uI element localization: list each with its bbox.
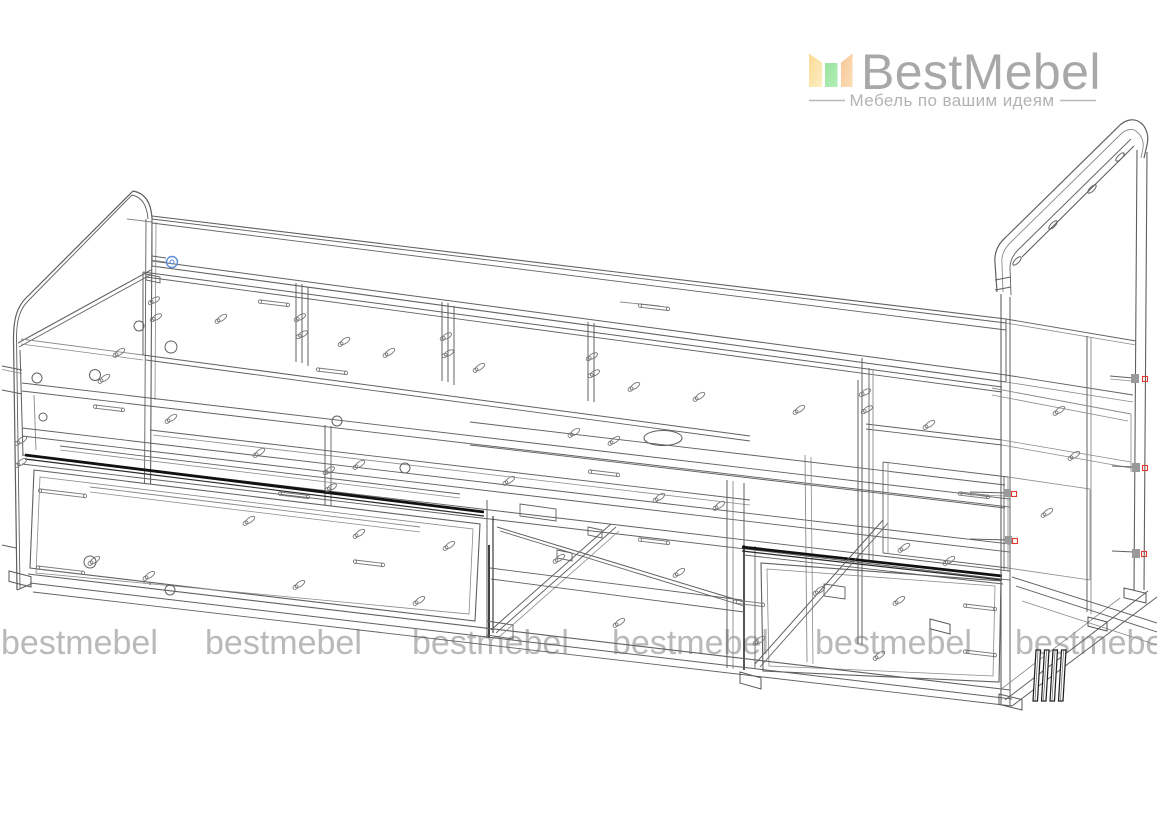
svg-text:bestmebel: bestmebel xyxy=(205,624,362,662)
svg-text:bestmebel: bestmebel xyxy=(412,624,569,662)
svg-text:bestmebel: bestmebel xyxy=(1,624,158,662)
svg-text:bestmebel: bestmebel xyxy=(815,624,972,662)
svg-text:BestMebel: BestMebel xyxy=(861,44,1101,100)
svg-text:Мебель по вашим идеям: Мебель по вашим идеям xyxy=(850,91,1055,110)
svg-text:bestmebel: bestmebel xyxy=(612,624,769,662)
